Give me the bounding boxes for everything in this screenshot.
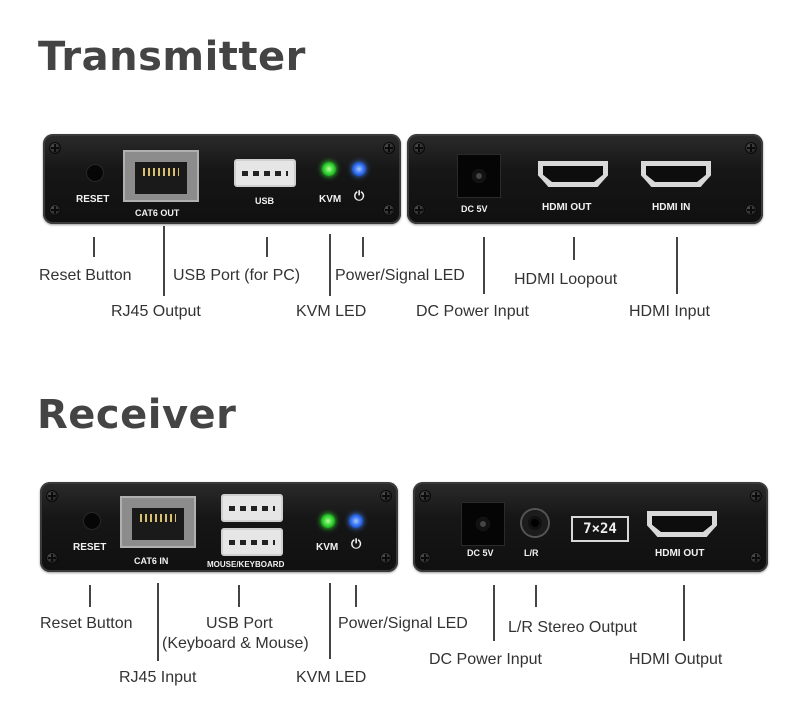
screw-icon [383, 204, 395, 216]
callout-lr-stereo: L/R Stereo Output [508, 619, 637, 636]
callout-rj45-input: RJ45 Input [119, 669, 197, 686]
callout-line [266, 237, 268, 257]
receiver-title: Receiver [37, 392, 237, 438]
screw-icon [750, 552, 762, 564]
usb-port-top [221, 494, 283, 522]
callout-reset-button: Reset Button [39, 267, 132, 284]
callout-kvm-led: KVM LED [296, 669, 367, 686]
power-led [349, 514, 363, 528]
callout-line [362, 237, 364, 257]
callout-line [329, 234, 331, 296]
screw-icon [413, 142, 425, 154]
screw-icon [380, 552, 392, 564]
screw-icon [419, 552, 431, 564]
dc-jack [457, 154, 501, 198]
reset-label: RESET [76, 194, 110, 205]
callout-dc-power: DC Power Input [416, 303, 529, 320]
kvm-label: KVM [319, 194, 342, 205]
receiver-front-panel: RESET CAT6 IN MOUSE/KEYBOARD KVM ⏻ [40, 482, 398, 572]
callout-rj45-output: RJ45 Output [111, 303, 201, 320]
kvm-label: KVM [316, 542, 339, 553]
usb-port-bottom [221, 528, 283, 556]
audio-jack [522, 510, 548, 536]
screw-icon [380, 490, 392, 502]
lr-label: L/R [524, 548, 539, 558]
callout-usb-port-line2: (Keyboard & Mouse) [162, 635, 309, 652]
usb-port [234, 159, 296, 187]
callout-hdmi-output: HDMI Output [629, 651, 723, 668]
callout-line [93, 237, 95, 257]
screw-icon [745, 204, 757, 216]
callout-line [163, 226, 165, 296]
callout-usb-port-line1: USB Port [206, 615, 273, 632]
screw-icon [745, 142, 757, 154]
usb-label: MOUSE/KEYBOARD [207, 560, 285, 569]
callout-power-led: Power/Signal LED [335, 267, 465, 284]
cat6-label: CAT6 OUT [135, 208, 180, 218]
callout-line [355, 585, 357, 607]
screw-icon [383, 142, 395, 154]
reset-label: RESET [73, 542, 107, 553]
rj45-port [123, 150, 199, 202]
callout-line [573, 237, 575, 260]
hdmi-in-port [641, 161, 711, 187]
callout-line [238, 585, 240, 607]
hdmi-out-port [647, 511, 717, 537]
callout-line [535, 585, 537, 607]
callout-line [483, 237, 485, 294]
callout-hdmi-loopout: HDMI Loopout [514, 271, 618, 288]
callout-hdmi-input: HDMI Input [629, 303, 710, 320]
transmitter-back-panel: DC 5V HDMI OUT HDMI IN [407, 134, 763, 224]
badge-7x24: 7×24 [571, 516, 629, 542]
hdmi-out-port [538, 161, 608, 187]
screw-icon [419, 490, 431, 502]
receiver-back-panel: DC 5V L/R 7×24 HDMI OUT [413, 482, 768, 572]
screw-icon [750, 490, 762, 502]
callout-line [89, 585, 91, 607]
callout-line [676, 237, 678, 294]
kvm-led [322, 162, 336, 176]
cat6-label: CAT6 IN [134, 556, 169, 566]
screw-icon [49, 204, 61, 216]
screw-icon [46, 490, 58, 502]
callout-reset-button: Reset Button [40, 615, 133, 632]
hdmi-out-label: HDMI OUT [655, 548, 705, 559]
callout-line [683, 585, 685, 641]
reset-button[interactable] [86, 164, 104, 182]
hdmi-out-label: HDMI OUT [542, 202, 592, 213]
callout-line [329, 583, 331, 659]
dc-jack [461, 502, 505, 546]
screw-icon [413, 204, 425, 216]
power-icon: ⏻ [354, 189, 365, 204]
screw-icon [46, 552, 58, 564]
power-icon: ⏻ [351, 537, 362, 552]
hdmi-in-label: HDMI IN [652, 202, 691, 213]
callout-power-led: Power/Signal LED [338, 615, 468, 632]
callout-kvm-led: KVM LED [296, 303, 367, 320]
callout-line [493, 585, 495, 641]
reset-button[interactable] [83, 512, 101, 530]
power-led [352, 162, 366, 176]
rj45-port [120, 496, 196, 548]
kvm-led [321, 514, 335, 528]
callout-line [157, 583, 159, 661]
usb-label: USB [255, 196, 275, 206]
transmitter-title: Transmitter [38, 34, 306, 80]
screw-icon [49, 142, 61, 154]
transmitter-front-panel: RESET CAT6 OUT USB KVM ⏻ [43, 134, 401, 224]
dc-label: DC 5V [461, 204, 488, 214]
callout-usb-port: USB Port (for PC) [173, 267, 301, 284]
callout-dc-power: DC Power Input [429, 651, 542, 668]
dc-label: DC 5V [467, 548, 494, 558]
